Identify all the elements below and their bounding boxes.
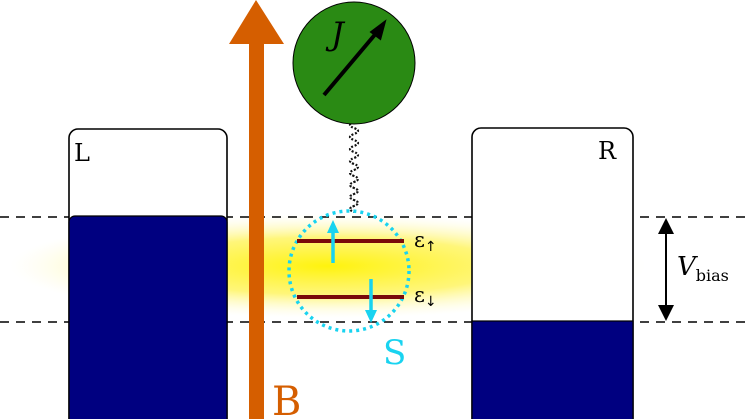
bias-indicator: Vbias bbox=[658, 218, 729, 321]
bias-sub: bias bbox=[696, 266, 729, 285]
spin-j: J bbox=[292, 1, 416, 125]
dot-label: S bbox=[383, 333, 406, 373]
field-label: B bbox=[272, 379, 301, 419]
spin-up-head bbox=[327, 220, 339, 233]
level-down-base: ε bbox=[414, 283, 425, 307]
spin-arrow bbox=[322, 29, 380, 97]
right-lead: R bbox=[471, 127, 634, 419]
exchange-spring bbox=[348, 114, 360, 214]
bias-label: Vbias bbox=[677, 252, 729, 285]
level-up-base: ε bbox=[414, 228, 425, 252]
field-arrow-head bbox=[229, 0, 284, 44]
left-lead-fill bbox=[68, 215, 228, 419]
level-up-sub: ↑ bbox=[425, 239, 437, 255]
dot-outline bbox=[287, 209, 411, 333]
level-up-label: ε↑ bbox=[414, 228, 437, 255]
spin-arrow-head bbox=[369, 19, 387, 41]
spin-label: J bbox=[325, 15, 346, 53]
field-arrow-shaft bbox=[249, 42, 264, 419]
quantum-dot: S bbox=[287, 209, 411, 373]
spin-down-head bbox=[365, 310, 377, 323]
left-lead-label: L bbox=[74, 139, 90, 167]
level-down-label: ε↓ bbox=[414, 283, 437, 310]
level-down-sub: ↓ bbox=[425, 294, 437, 310]
magnetic-field-arrow: B bbox=[229, 0, 301, 419]
bias-base: V bbox=[677, 252, 698, 282]
right-lead-fill bbox=[471, 320, 634, 419]
spin-ball bbox=[292, 1, 416, 125]
right-lead-label: R bbox=[598, 137, 617, 165]
left-lead: L bbox=[68, 128, 228, 419]
